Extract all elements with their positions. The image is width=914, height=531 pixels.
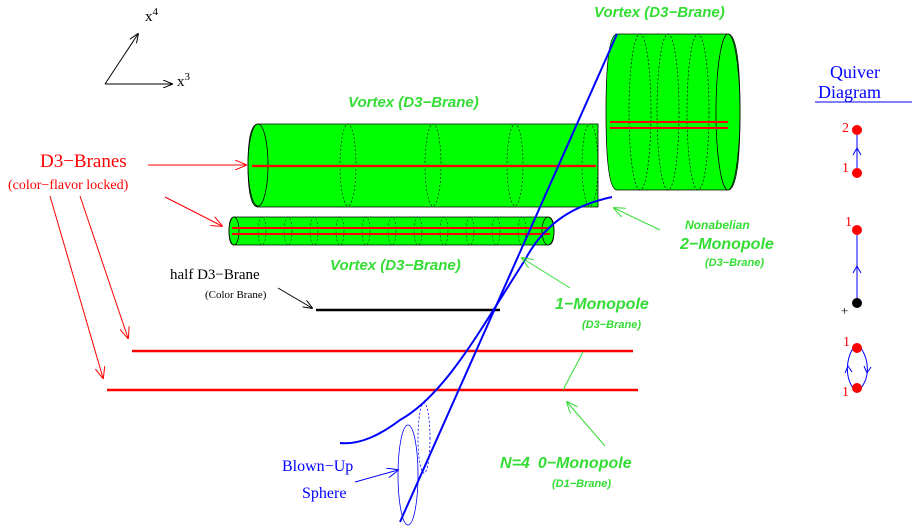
d3-brane-lines [107,308,638,392]
vortex-low-cylinder [228,216,555,246]
one-monopole-sub: (D3−Brane) [582,319,641,331]
quiver-1-bottom-label: 1 [842,161,849,176]
zero-monopole-sub: (D1−Brane) [552,478,611,490]
d3-branes-label: D3−Branes [40,151,127,172]
quiver-2-bottom-label: + [841,303,848,318]
quiver-2-node-bottom [852,298,862,308]
quiver-2-node-top [852,225,862,235]
half-d3-arrow [277,287,312,308]
quiver-1: 2 1 [842,121,862,178]
red-arrows [49,165,246,378]
vortex-low-label: Vortex (D3−Brane) [330,257,461,274]
sphere-arrow [354,470,398,483]
sphere-label: Sphere [302,485,346,502]
quiver-diagram: Quiver Diagram 2 1 1 + [815,62,912,400]
vortex-top-label: Vortex (D3−Brane) [594,4,725,21]
quiver-3-top-label: 1 [843,335,850,350]
green-arrows [522,208,661,447]
half-d3-label: half D3−Brane [170,267,260,283]
one-monopole-label: 1−Monopole [555,296,649,313]
two-monopole-label: 2−Monopole [679,236,774,253]
vortex-mid-cylinder [247,123,599,208]
quiver-1-node-top [852,125,862,135]
d3-branes-sub: (color−flavor locked) [8,178,129,193]
quiver-3-node-top [852,343,862,353]
quiver-3: 1 1 [842,335,872,400]
vortex-top-cylinder [605,33,741,191]
quiver-3-bottom-label: 1 [842,385,849,400]
color-brane-label: (Color Brane) [205,289,267,301]
quiver-3-node-bottom [852,383,862,393]
quiver-title-line2: Diagram [818,82,881,102]
quiver-1-node-bottom [852,168,862,178]
blown-up-label: Blown−Up [282,458,353,475]
quiver-title-line1: Quiver [830,62,880,82]
vortex-mid-label: Vortex (D3−Brane) [348,94,479,111]
x4-axis [104,34,138,85]
quiver-1-top-label: 2 [842,121,849,136]
nonabelian-label: Nonabelian [685,218,750,232]
x4-label: x4 [145,6,159,25]
two-monopole-sub: (D3−Brane) [705,257,764,269]
x3-label: x3 [177,71,191,90]
quiver-2: 1 + [841,215,862,318]
quiver-2-top-label: 1 [845,215,852,230]
axes: x4 x3 [104,6,191,90]
